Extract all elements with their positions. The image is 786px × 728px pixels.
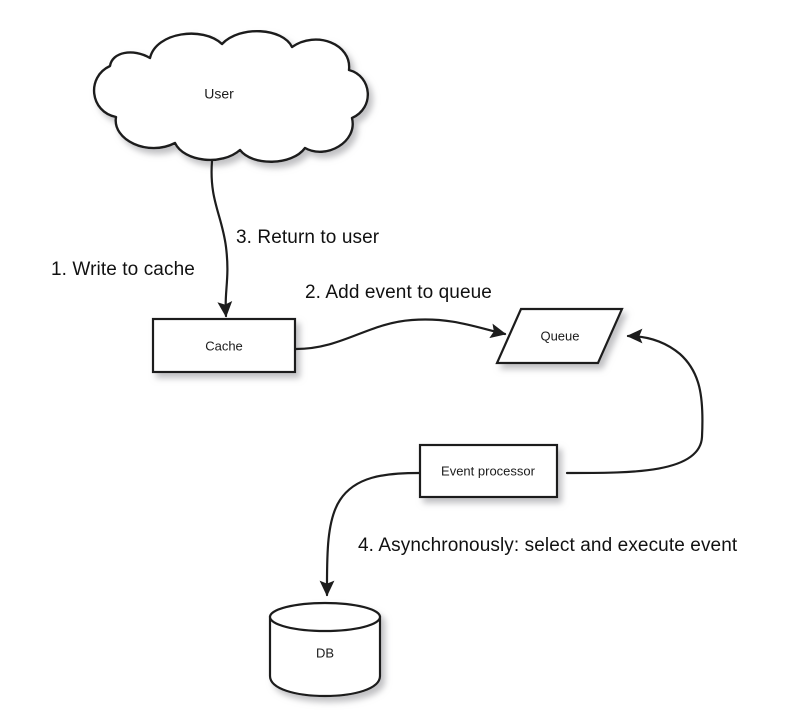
node-user[interactable]: User [93,30,369,163]
node-db[interactable]: DB [268,601,382,698]
edge-cache-to-queue [294,318,507,351]
step-label-3: 3. Return to user [236,227,380,248]
node-db-label: DB [316,645,334,660]
node-cache-label: Cache [205,338,243,353]
node-user-label: User [204,86,234,102]
node-cache[interactable]: Cache [151,317,297,374]
node-queue-label: Queue [540,328,579,343]
node-event-processor[interactable]: Event processor [418,443,559,499]
node-queue[interactable]: Queue [495,307,624,365]
event-processor-box [418,443,559,499]
step-label-1: 1. Write to cache [51,259,195,280]
cache-box [151,317,297,374]
edge-processor-to-queue [565,328,704,475]
edge-processor-to-db [319,471,421,597]
queue-parallelogram [495,307,624,365]
edge-user-to-cache [210,159,233,318]
cloud-shape [93,30,369,163]
db-cylinder-top [268,601,382,633]
db-cylinder-body [268,615,382,698]
node-event-processor-label: Event processor [441,463,536,478]
step-label-2: 2. Add event to queue [305,282,492,303]
step-label-4: 4. Asynchronously: select and execute ev… [358,535,738,556]
